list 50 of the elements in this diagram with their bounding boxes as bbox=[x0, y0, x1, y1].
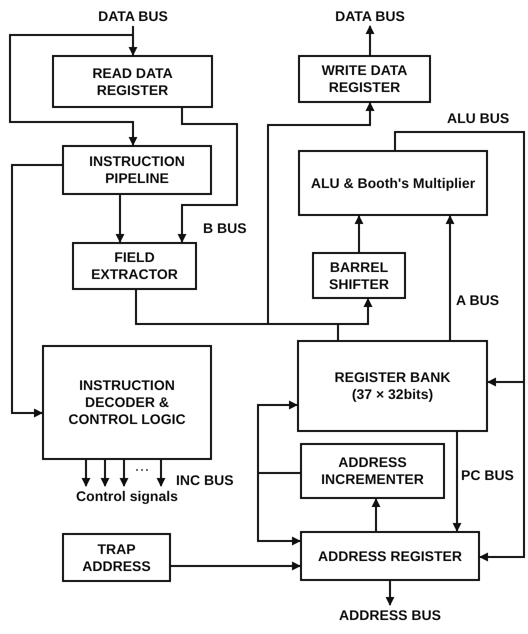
arrow bbox=[452, 432, 462, 532]
block-box bbox=[300, 443, 445, 499]
block-label: ADDRESS REGISTER bbox=[318, 548, 462, 564]
block-label: FIELD EXTRACTOR bbox=[90, 249, 179, 283]
arrow bbox=[116, 195, 124, 243]
bus-label: INC BUS bbox=[176, 472, 234, 488]
block-label: BARREL SHIFTER bbox=[328, 258, 390, 292]
block-label: ADDRESS INCREMENTER bbox=[320, 454, 425, 488]
arrow bbox=[171, 562, 301, 570]
block-box bbox=[52, 55, 213, 108]
arrow bbox=[354, 215, 364, 252]
arrow bbox=[257, 472, 301, 546]
block-box bbox=[298, 150, 488, 216]
bus-label: ADDRESS BUS bbox=[339, 606, 441, 624]
block-box bbox=[300, 531, 480, 581]
arrow bbox=[446, 215, 454, 340]
arrow bbox=[100, 460, 110, 487]
arrow bbox=[156, 460, 166, 487]
arrow bbox=[372, 498, 380, 531]
arrow bbox=[178, 108, 238, 243]
arrow bbox=[120, 460, 128, 487]
arrow bbox=[11, 164, 62, 418]
block-label: TRAP ADDRESS bbox=[81, 540, 152, 574]
bus-label: A BUS bbox=[456, 292, 500, 308]
bus-label: ALU BUS bbox=[447, 110, 510, 126]
signal-label: Control signals bbox=[76, 488, 178, 504]
block-box bbox=[42, 345, 212, 460]
bus-label: DATA BUS bbox=[98, 8, 168, 24]
bus-label: PC BUS bbox=[461, 467, 514, 483]
arrow bbox=[257, 400, 300, 474]
bus-label: B BUS bbox=[203, 220, 247, 236]
block-label: (37 × 32bits) bbox=[352, 386, 434, 403]
block-box bbox=[62, 145, 212, 195]
block-label: ALU & Booth's Multiplier bbox=[310, 174, 476, 192]
arrow bbox=[394, 131, 525, 562]
block-label: INSTRUCTION DECODER & CONTROL LOGIC bbox=[67, 377, 187, 428]
block-box bbox=[297, 340, 488, 432]
arrow bbox=[82, 460, 90, 487]
block-label: WRITE DATA REGISTER bbox=[320, 62, 408, 96]
bus-label: DATA BUS bbox=[335, 8, 405, 24]
block-box bbox=[62, 533, 171, 582]
arrow bbox=[366, 25, 374, 55]
arrow bbox=[386, 581, 394, 606]
arrow bbox=[9, 26, 138, 146]
block-box bbox=[298, 55, 431, 103]
block-label: REGISTER BANK bbox=[334, 369, 450, 386]
block-box bbox=[312, 252, 406, 299]
block-box bbox=[72, 242, 197, 290]
block-label: INSTRUCTION PIPELINE bbox=[88, 153, 186, 187]
block-label: READ DATA REGISTER bbox=[91, 64, 174, 98]
